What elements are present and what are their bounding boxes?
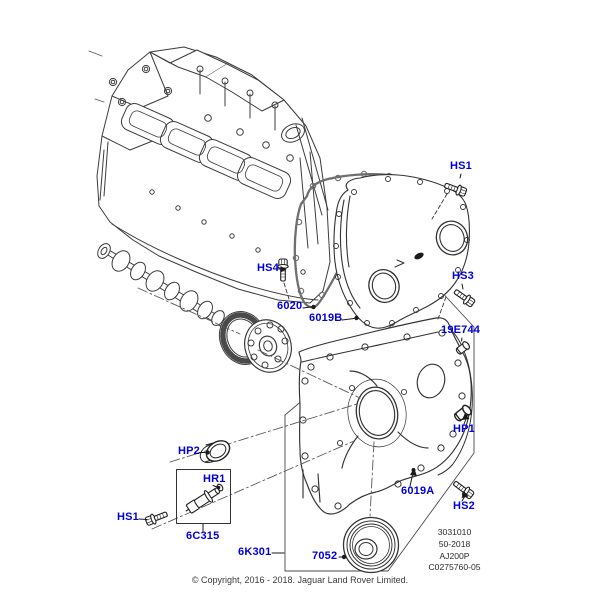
engine-block-drawing: [96, 46, 331, 304]
callout-7052[interactable]: 7052: [312, 550, 338, 562]
ref-line-2: 50-2018: [438, 538, 471, 549]
leader-lines: [138, 173, 470, 560]
callout-hs4[interactable]: HS4: [257, 262, 279, 274]
crank-pulley-drawing: [218, 311, 292, 373]
camshaft-drawing: [97, 243, 225, 327]
callout-6020[interactable]: 6020: [277, 300, 303, 312]
ref-line-3: AJ200P: [439, 550, 470, 561]
bolt-hs3: [451, 286, 477, 309]
callout-hs3[interactable]: HS3: [452, 270, 474, 282]
callout-6019b[interactable]: 6019B: [309, 312, 343, 324]
callout-hp2[interactable]: HP2: [178, 445, 200, 457]
callout-hp1[interactable]: HP1: [453, 423, 475, 435]
callout-6019a[interactable]: 6019A: [401, 485, 435, 497]
hex-nuts: [108, 64, 294, 162]
callout-hs1-bottom[interactable]: HS1: [117, 511, 139, 523]
callout-hs2[interactable]: HS2: [453, 500, 475, 512]
ref-line-1: 3031010: [437, 527, 472, 537]
stud-bolts: [196, 65, 279, 131]
ref-line-4: C0275760-05: [428, 562, 481, 573]
sensor-kit-box: [176, 469, 231, 524]
callout-hs1-top[interactable]: HS1: [450, 160, 472, 172]
callout-6k301[interactable]: 6K301: [238, 546, 272, 558]
inner-cover-6019b-drawing: [333, 174, 470, 329]
sensor-6c315-drawing: [185, 483, 224, 514]
pulley-bolt-holes: [247, 321, 289, 369]
copyright-notice: © Copyright, 2016 - 2018. Jaguar Land Ro…: [191, 575, 409, 585]
crank-seal-7052-drawing: [342, 516, 400, 574]
cover-bolt-holes: [299, 329, 466, 510]
edge-ticks: [88, 50, 105, 103]
timing-cover-6k301-drawing: [298, 317, 472, 515]
callout-19e744[interactable]: 19E744: [441, 324, 481, 336]
callout-6c315[interactable]: 6C315: [186, 530, 220, 542]
bolt-hs1-bottom: [143, 508, 170, 528]
seal-hp2-drawing: [199, 440, 231, 464]
callout-hr1[interactable]: HR1: [203, 473, 226, 485]
reference-number-block: 3031010 50-2018 AJ200P C0275760-05: [407, 527, 502, 574]
dashed-leaders: [283, 193, 448, 320]
